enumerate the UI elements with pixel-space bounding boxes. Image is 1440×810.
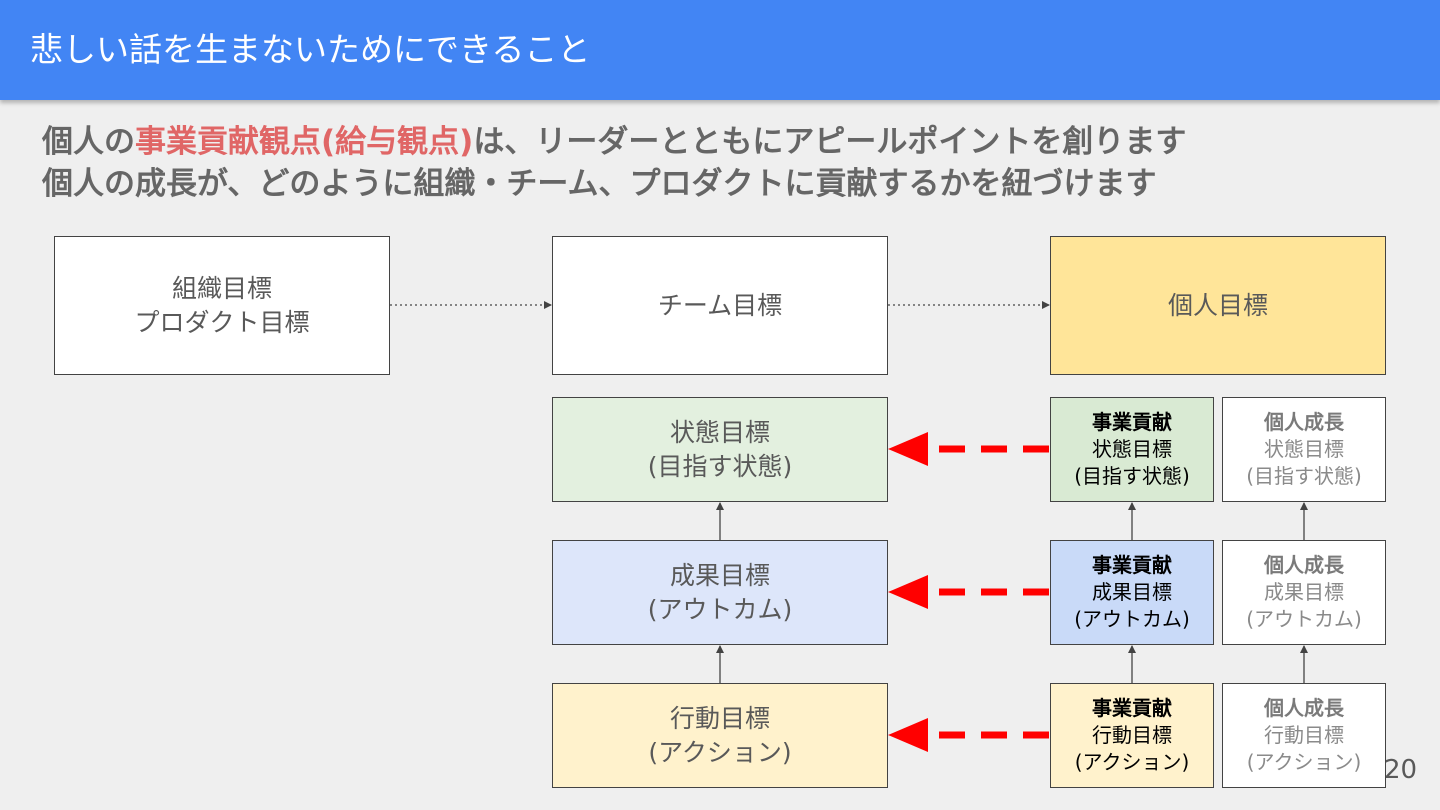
team-action-goal-subtitle: (アクション) (648, 737, 792, 767)
business-action-goal-subtitle: (アクション) (1074, 750, 1190, 774)
team-outcome-goal-title: 成果目標 (669, 560, 770, 590)
business-action-goal-box: 事業貢献 行動目標 (アクション) (1050, 683, 1214, 788)
personal-outcome-goal-box: 個人成長 成果目標 (アウトカム) (1222, 540, 1386, 645)
lead-line-1: 個人の事業貢献観点(給与観点)は、リーダーとともにアピールポイントを創ります (42, 122, 1186, 162)
business-action-goal-head: 事業貢献 (1092, 696, 1172, 720)
lead-line-2: 個人の成長が、どのように組織・チーム、プロダクトに貢献するかを紐づけます (42, 166, 1157, 202)
business-outcome-goal-subtitle: (アウトカム) (1074, 607, 1190, 631)
team-goal-box: チーム目標 (552, 236, 888, 375)
personal-state-goal-head: 個人成長 (1264, 410, 1344, 434)
org-goal-box: 組織目標 プロダクト目標 (54, 236, 390, 375)
business-action-goal-title: 行動目標 (1092, 723, 1172, 747)
personal-action-goal-box: 個人成長 行動目標 (アクション) (1222, 683, 1386, 788)
slide-title: 悲しい話を生まないためにできること (30, 30, 591, 69)
business-state-goal-title: 状態目標 (1092, 437, 1172, 461)
business-outcome-goal-box: 事業貢献 成果目標 (アウトカム) (1050, 540, 1214, 645)
personal-state-goal-box: 個人成長 状態目標 (目指す状態) (1222, 397, 1386, 502)
team-action-goal-title: 行動目標 (669, 703, 770, 733)
team-goal-label: チーム目標 (657, 290, 783, 320)
personal-state-goal-subtitle: (目指す状態) (1246, 464, 1362, 488)
red-arrow-state (888, 432, 1049, 466)
business-state-goal-box: 事業貢献 状態目標 (目指す状態) (1050, 397, 1214, 502)
business-state-goal-subtitle: (目指す状態) (1074, 464, 1190, 488)
lead-line-1-prefix: 個人の (42, 124, 135, 160)
personal-outcome-goal-head: 個人成長 (1264, 553, 1344, 577)
team-state-goal-subtitle: (目指す状態) (647, 451, 793, 481)
team-outcome-goal-box: 成果目標 (アウトカム) (552, 540, 888, 645)
business-outcome-goal-title: 成果目標 (1092, 580, 1172, 604)
individual-goal-label: 個人目標 (1167, 290, 1268, 320)
personal-state-goal-title: 状態目標 (1264, 437, 1344, 461)
team-action-goal-box: 行動目標 (アクション) (552, 683, 888, 788)
team-state-goal-box: 状態目標 (目指す状態) (552, 397, 888, 502)
personal-action-goal-title: 行動目標 (1264, 723, 1344, 747)
personal-outcome-goal-title: 成果目標 (1264, 580, 1344, 604)
lead-highlight: 事業貢献観点(給与観点) (135, 124, 474, 160)
red-arrow-outcome (888, 575, 1049, 609)
personal-action-goal-head: 個人成長 (1264, 696, 1344, 720)
lead-line-1-suffix: は、リーダーとともにアピールポイントを創ります (473, 124, 1187, 160)
page-number: 20 (1384, 755, 1418, 785)
red-arrow-action (888, 718, 1049, 752)
team-state-goal-title: 状態目標 (669, 417, 770, 447)
team-outcome-goal-subtitle: (アウトカム) (647, 594, 793, 624)
product-goal-label: プロダクト目標 (134, 307, 310, 337)
personal-action-goal-subtitle: (アクション) (1246, 750, 1362, 774)
individual-goal-box: 個人目標 (1050, 236, 1386, 375)
org-goal-label: 組織目標 (171, 273, 272, 303)
business-outcome-goal-head: 事業貢献 (1092, 553, 1172, 577)
slide-header: 悲しい話を生まないためにできること (0, 0, 1440, 100)
business-state-goal-head: 事業貢献 (1092, 410, 1172, 434)
personal-outcome-goal-subtitle: (アウトカム) (1246, 607, 1362, 631)
